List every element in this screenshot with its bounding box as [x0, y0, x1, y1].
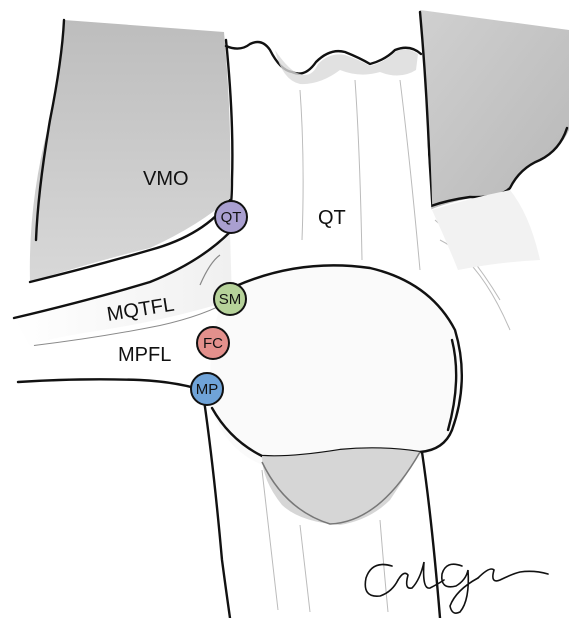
- label-mpfl: MPFL: [118, 344, 171, 366]
- marker-qt-label: QT: [221, 209, 242, 226]
- lateral-muscle: [420, 10, 569, 210]
- marker-mp: MP: [191, 373, 223, 405]
- patellar-tendon-right: [422, 452, 440, 618]
- marker-mp-label: MP: [196, 381, 219, 398]
- marker-fc-label: FC: [203, 335, 223, 352]
- label-vmo: VMO: [143, 168, 189, 190]
- marker-sm: SM: [214, 283, 246, 315]
- patella: [210, 266, 461, 470]
- artist-signature: [365, 562, 548, 613]
- quadriceps-tendon: [226, 40, 440, 300]
- marker-sm-label: SM: [219, 291, 242, 308]
- marker-fc: FC: [197, 327, 229, 359]
- label-qt: QT: [318, 207, 346, 229]
- marker-qt: QT: [215, 201, 247, 233]
